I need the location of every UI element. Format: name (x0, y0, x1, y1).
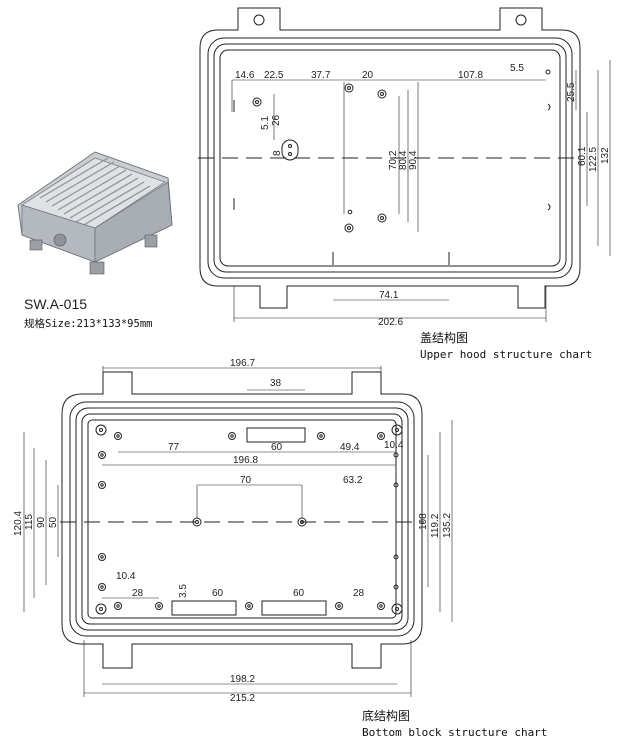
bottom-block-dimensions: 196.7 38 77 60 49.4 10.4 196.8 70 63.2 1… (13, 358, 453, 704)
dim-60-1: 60.1 (577, 146, 588, 166)
dim-14-6: 14.6 (235, 70, 255, 81)
dim-202-6: 202.6 (378, 317, 403, 328)
upper-hood-drawing (198, 7, 611, 322)
dim-70-2: 70.2 (388, 150, 399, 170)
dim-90-4: 90.4 (408, 150, 419, 170)
dim-107-8: 107.8 (458, 70, 483, 81)
dim-38: 38 (270, 378, 282, 389)
dim-215-2: 215.2 (230, 693, 255, 704)
dim-77: 77 (168, 442, 180, 453)
dim-196-7: 196.7 (230, 358, 255, 369)
dim-26: 26 (271, 114, 282, 126)
dim-135-2: 135.2 (442, 513, 453, 538)
dim-60-top: 60 (271, 442, 283, 453)
upper-hood-dimensions: 14.6 22.5 37.7 20 107.8 5.5 5.1 26 8 70.… (235, 63, 611, 328)
model-number: SW.A-015 (24, 296, 87, 312)
dim-60-bottom-right: 60 (293, 588, 305, 599)
dim-132: 132 (600, 147, 611, 164)
dim-119-2: 119.2 (430, 513, 441, 538)
dim-8: 8 (272, 150, 283, 156)
dim-25-5: 25.5 (566, 82, 577, 102)
dim-5-1: 5.1 (260, 116, 271, 130)
dim-90: 90 (36, 516, 47, 528)
dim-22-5: 22.5 (264, 70, 284, 81)
dim-80-4: 80.4 (398, 150, 409, 170)
dim-115: 115 (24, 514, 35, 530)
dim-63-2: 63.2 (343, 475, 363, 486)
dim-70: 70 (240, 475, 252, 486)
dim-5-5: 5.5 (510, 63, 524, 74)
dim-108: 108 (418, 513, 429, 530)
dim-74-1: 74.1 (379, 290, 399, 301)
bottom-block-drawing (23, 366, 453, 697)
product-photo (17, 151, 173, 275)
dim-28-right: 28 (353, 588, 365, 599)
dim-196-8: 196.8 (233, 455, 258, 466)
dim-37-7: 37.7 (311, 70, 331, 81)
bottom-block-caption-en: Bottom block structure chart (362, 726, 547, 739)
dim-198-2: 198.2 (230, 674, 255, 685)
dim-10-4-bottom: 10.4 (116, 571, 136, 582)
bottom-block-caption-cn: 底结构图 (362, 708, 410, 723)
dim-49-4: 49.4 (340, 442, 360, 453)
dim-50: 50 (48, 516, 59, 528)
dim-3-5: 3.5 (178, 584, 189, 598)
dim-20: 20 (362, 70, 374, 81)
dim-28-left: 28 (132, 588, 144, 599)
upper-hood-caption-cn: 盖结构图 (420, 330, 468, 345)
dim-10-4-top: 10.4 (384, 440, 404, 451)
dim-120-4: 120.4 (13, 511, 24, 536)
size-spec: 规格Size:213*133*95mm (24, 317, 152, 330)
upper-hood-caption-en: Upper hood structure chart (420, 348, 592, 361)
dim-60-bottom-left: 60 (212, 588, 224, 599)
dim-122-5: 122.5 (588, 147, 599, 172)
